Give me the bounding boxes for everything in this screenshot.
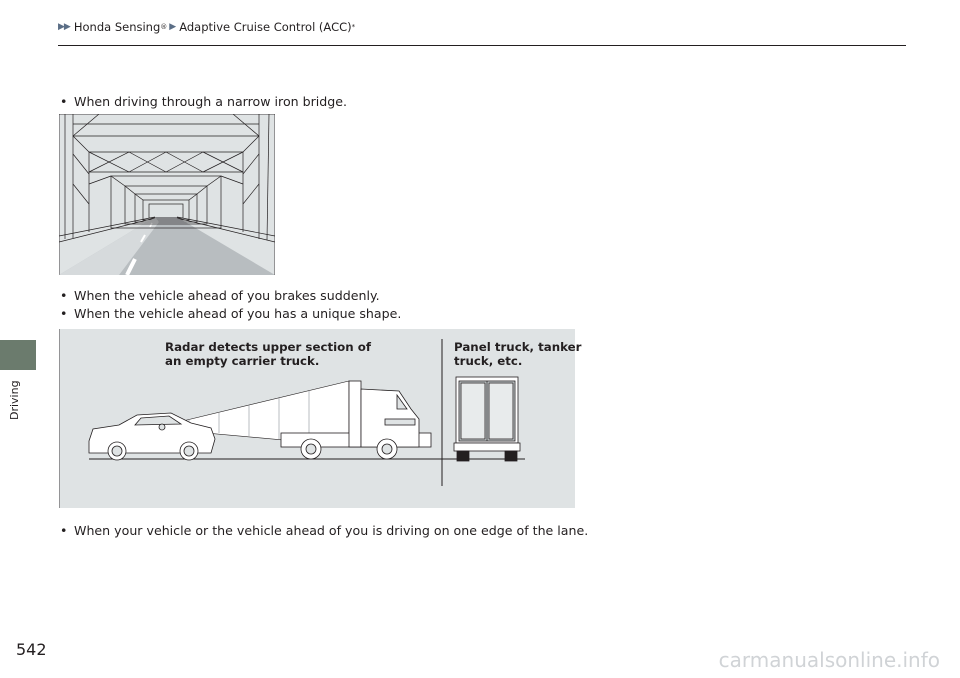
bullet-item: • When the vehicle ahead of you brakes su… [60,288,380,303]
chapter-tab [0,340,36,370]
caption-line: Radar detects upper section of [165,340,371,354]
breadcrumb-item-honda-sensing: Honda Sensing [73,20,161,34]
bullet-icon: • [60,94,68,109]
watermark: carmanualsonline.info [718,648,940,672]
bullet-item: • When driving through a narrow iron brid… [60,94,347,109]
breadcrumb-arrow-icon: ▶ [169,22,177,32]
bullet-icon: • [60,306,68,321]
bullet-item: • When your vehicle or the vehicle ahead … [60,523,588,538]
bullet-text: When your vehicle or the vehicle ahead o… [74,523,589,538]
bullet-text: When driving through a narrow iron bridg… [74,94,348,109]
bullet-text: When the vehicle ahead of you brakes sud… [74,288,380,303]
breadcrumb-item-acc: Adaptive Cruise Control (ACC) [179,20,352,34]
bullet-item: • When the vehicle ahead of you has a uni… [60,306,401,321]
bullet-icon: • [60,288,68,303]
caption-radar: Radar detects upper section of an empty … [165,340,371,368]
radar-truck-illustration [59,329,575,508]
iron-bridge-illustration [59,114,275,275]
caption-line: an empty carrier truck. [165,354,320,368]
registered-mark: ® [160,23,168,31]
header-rule [58,45,906,46]
breadcrumb-arrow-icon: ▶▶ [58,22,71,32]
caption-line: truck, etc. [454,354,523,368]
caption-line: Panel truck, tanker [454,340,582,354]
breadcrumb: ▶▶ Honda Sensing® ▶ Adaptive Cruise Cont… [58,20,355,34]
bullet-text: When the vehicle ahead of you has a uniq… [74,306,402,321]
bullet-icon: • [60,523,68,538]
page-number: 542 [16,640,47,659]
asterisk-mark: * [351,23,356,31]
caption-panel-truck: Panel truck, tanker truck, etc. [454,340,581,368]
chapter-label: Driving [8,380,21,420]
